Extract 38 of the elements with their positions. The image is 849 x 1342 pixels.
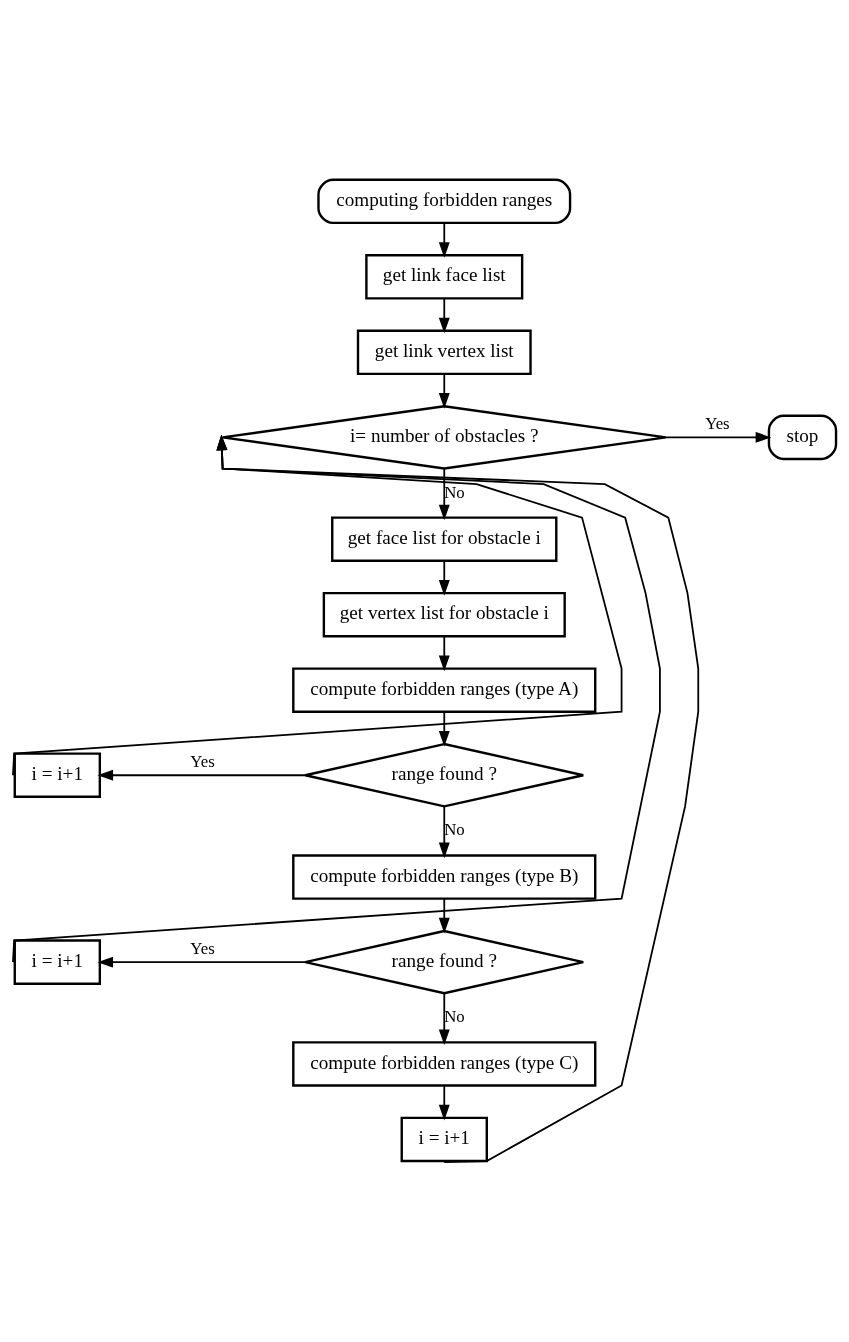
edge-label: No (444, 482, 465, 502)
node-box: computing forbidden ranges (317, 178, 572, 225)
edge-label: No (444, 1007, 465, 1027)
arrow (12, 434, 623, 777)
node-box: compute forbidden ranges (type B) (292, 854, 597, 900)
arrow (438, 560, 450, 596)
node-box: stop (767, 414, 838, 461)
edge-label: Yes (190, 938, 215, 958)
node-box: get vertex list for obstacle i (322, 591, 566, 638)
arrow (438, 710, 450, 747)
node-box: i = i+1 (400, 1116, 488, 1163)
node-box: i = i+1 (13, 752, 101, 798)
arrow (97, 769, 307, 781)
arrow (438, 373, 450, 409)
edge-label: No (444, 820, 465, 840)
arrow (438, 468, 450, 521)
arrow (438, 1085, 450, 1121)
edge-label: Yes (705, 414, 730, 434)
arrow (438, 805, 450, 859)
node-box: compute forbidden ranges (type A) (292, 667, 597, 713)
node-diamond: range found ? (304, 742, 585, 808)
node-box: get link vertex list (356, 329, 532, 376)
arrow (665, 431, 772, 443)
node-diamond: i= number of obstacles ? (221, 405, 668, 470)
arrow (438, 897, 450, 934)
arrow (12, 434, 661, 964)
arrow (438, 635, 450, 672)
arrow (97, 956, 307, 968)
node-box: get link face list (365, 254, 524, 300)
edge-label: Yes (190, 752, 215, 772)
node-box: get face list for obstacle i (331, 516, 558, 562)
arrow (438, 222, 450, 258)
arrow (216, 434, 700, 1164)
node-box: i = i+1 (13, 939, 101, 985)
node-box: compute forbidden ranges (type C) (292, 1041, 597, 1087)
arrow (438, 992, 450, 1046)
node-diamond: range found ? (304, 929, 585, 995)
arrow (438, 297, 450, 334)
